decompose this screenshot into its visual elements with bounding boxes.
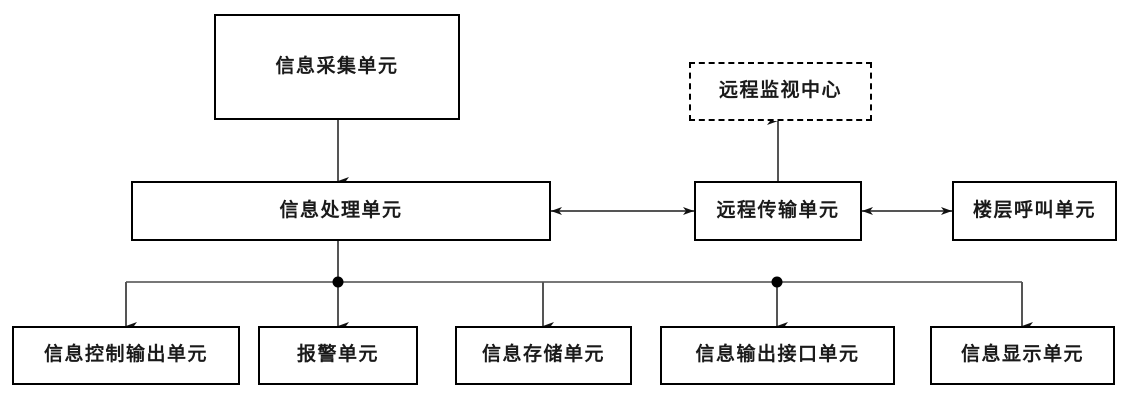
node-label-info-processing-unit: 信息处理单元 xyxy=(279,199,403,221)
node-label-alarm-unit: 报警单元 xyxy=(296,344,379,366)
node-label-info-display-unit: 信息显示单元 xyxy=(960,344,1084,366)
node-info-processing-unit[interactable]: 信息处理单元 xyxy=(131,181,551,241)
node-label-remote-transmission-unit: 远程传输单元 xyxy=(716,199,840,221)
node-info-display-unit[interactable]: 信息显示单元 xyxy=(930,326,1115,385)
node-remote-transmission-unit[interactable]: 远程传输单元 xyxy=(694,181,862,241)
node-label-info-storage-unit: 信息存储单元 xyxy=(481,344,605,366)
node-floor-call-unit[interactable]: 楼层呼叫单元 xyxy=(952,181,1117,241)
node-info-control-output-unit[interactable]: 信息控制输出单元 xyxy=(12,326,240,385)
node-label-remote-monitoring-center: 远程监视中心 xyxy=(718,80,842,102)
node-info-storage-unit[interactable]: 信息存储单元 xyxy=(455,326,632,385)
node-label-info-control-output-unit: 信息控制输出单元 xyxy=(43,344,208,366)
node-label-floor-call-unit: 楼层呼叫单元 xyxy=(972,199,1096,221)
node-alarm-unit[interactable]: 报警单元 xyxy=(258,326,418,385)
node-info-output-interface-unit[interactable]: 信息输出接口单元 xyxy=(660,326,895,385)
node-label-info-output-interface-unit: 信息输出接口单元 xyxy=(695,344,860,366)
node-label-info-collection-unit: 信息采集单元 xyxy=(275,55,399,77)
junction-dot-right xyxy=(771,276,783,288)
node-remote-monitoring-center[interactable]: 远程监视中心 xyxy=(689,62,872,121)
junction-dot-left xyxy=(332,276,344,288)
node-info-collection-unit[interactable]: 信息采集单元 xyxy=(214,14,460,120)
